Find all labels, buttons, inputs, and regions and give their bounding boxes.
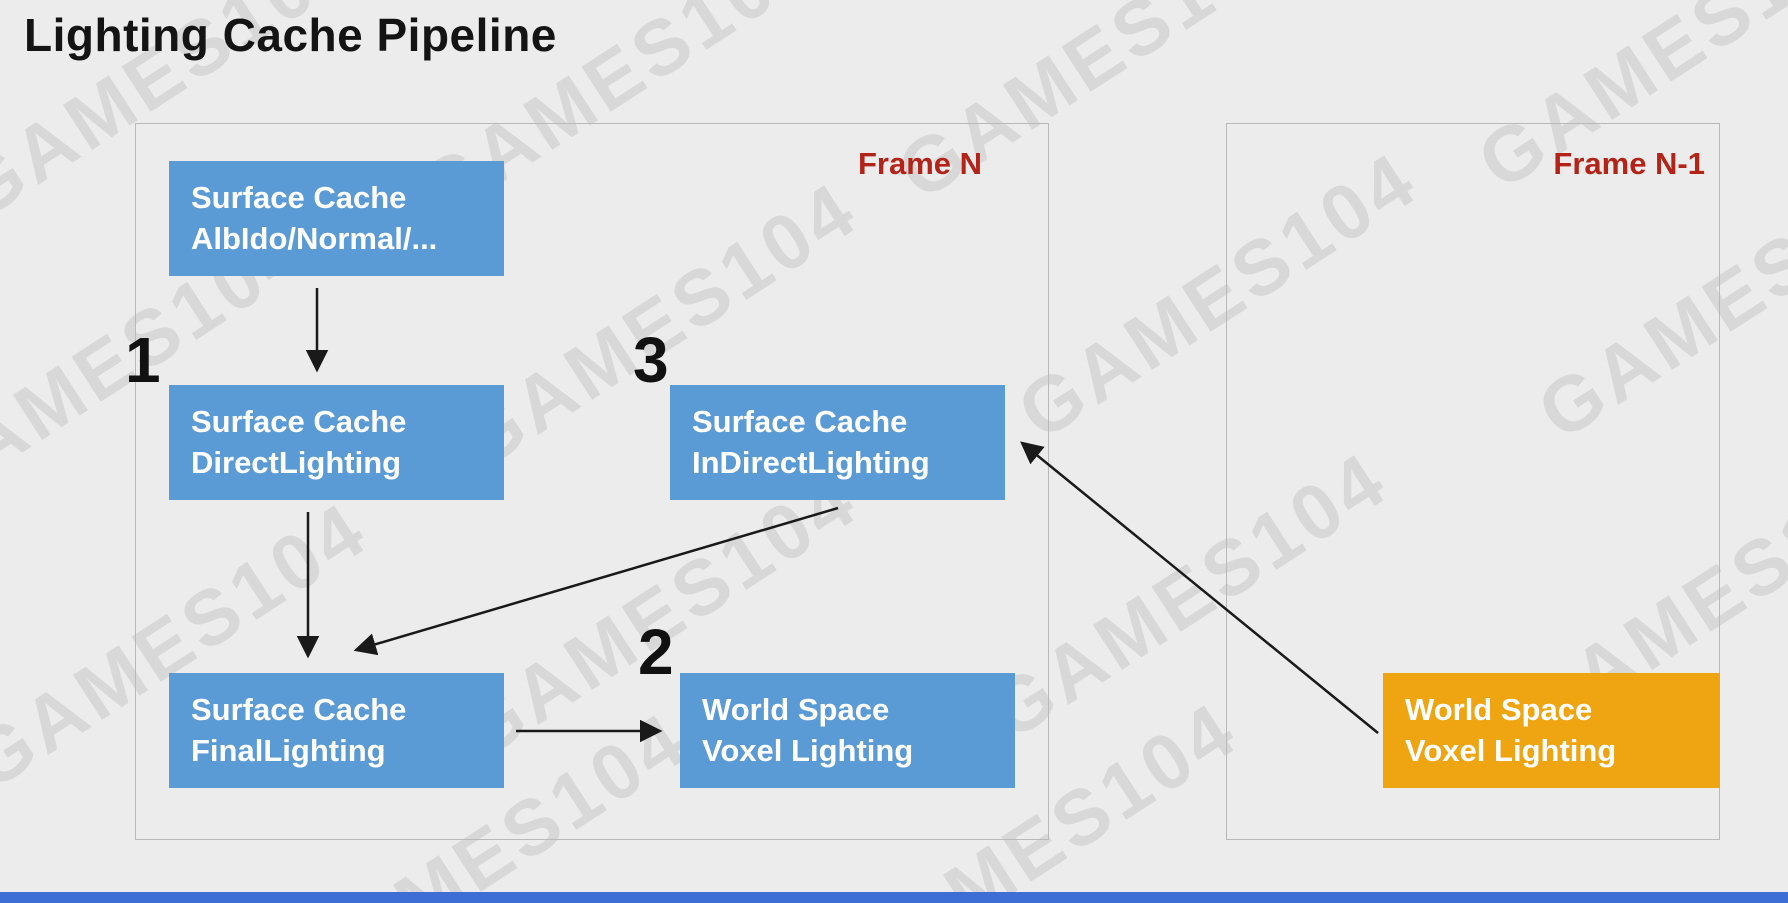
slide-title: Lighting Cache Pipeline	[24, 9, 557, 61]
node-label-line: World Space	[702, 692, 890, 728]
node-surface-cache-indirectlighting: Surface Cache InDirectLighting	[670, 385, 1005, 500]
node-label-line: Surface Cache	[191, 404, 407, 440]
video-progress-bar[interactable]	[0, 892, 1788, 903]
node-label-line: Surface Cache	[191, 692, 407, 728]
node-surface-cache-finallighting: Surface Cache FinalLighting	[169, 673, 504, 788]
node-world-space-voxel-lighting-current: World Space Voxel Lighting	[680, 673, 1015, 788]
node-world-space-voxel-lighting-previous: World Space Voxel Lighting	[1383, 673, 1720, 788]
node-label-line: World Space	[1405, 692, 1593, 728]
node-label-line: Voxel Lighting	[1405, 732, 1617, 768]
node-surface-cache-directlighting: Surface Cache DirectLighting	[169, 385, 504, 500]
node-label-line: Surface Cache	[191, 180, 407, 216]
node-label-line: Voxel Lighting	[702, 732, 914, 768]
node-label-line: FinalLighting	[191, 732, 386, 768]
node-label-line: AlbIdo/Normal/...	[191, 220, 438, 256]
node-label-line: DirectLighting	[191, 444, 402, 480]
step-number-1: 1	[125, 324, 161, 396]
frame-n-label: Frame N	[857, 146, 982, 181]
frame-n-1-label: Frame N-1	[1553, 146, 1705, 181]
step-number-3: 3	[633, 324, 669, 396]
node-surface-cache-albedo: Surface Cache AlbIdo/Normal/...	[169, 161, 504, 276]
node-label-line: InDirectLighting	[692, 444, 930, 480]
step-number-2: 2	[638, 616, 674, 688]
node-label-line: Surface Cache	[692, 404, 908, 440]
